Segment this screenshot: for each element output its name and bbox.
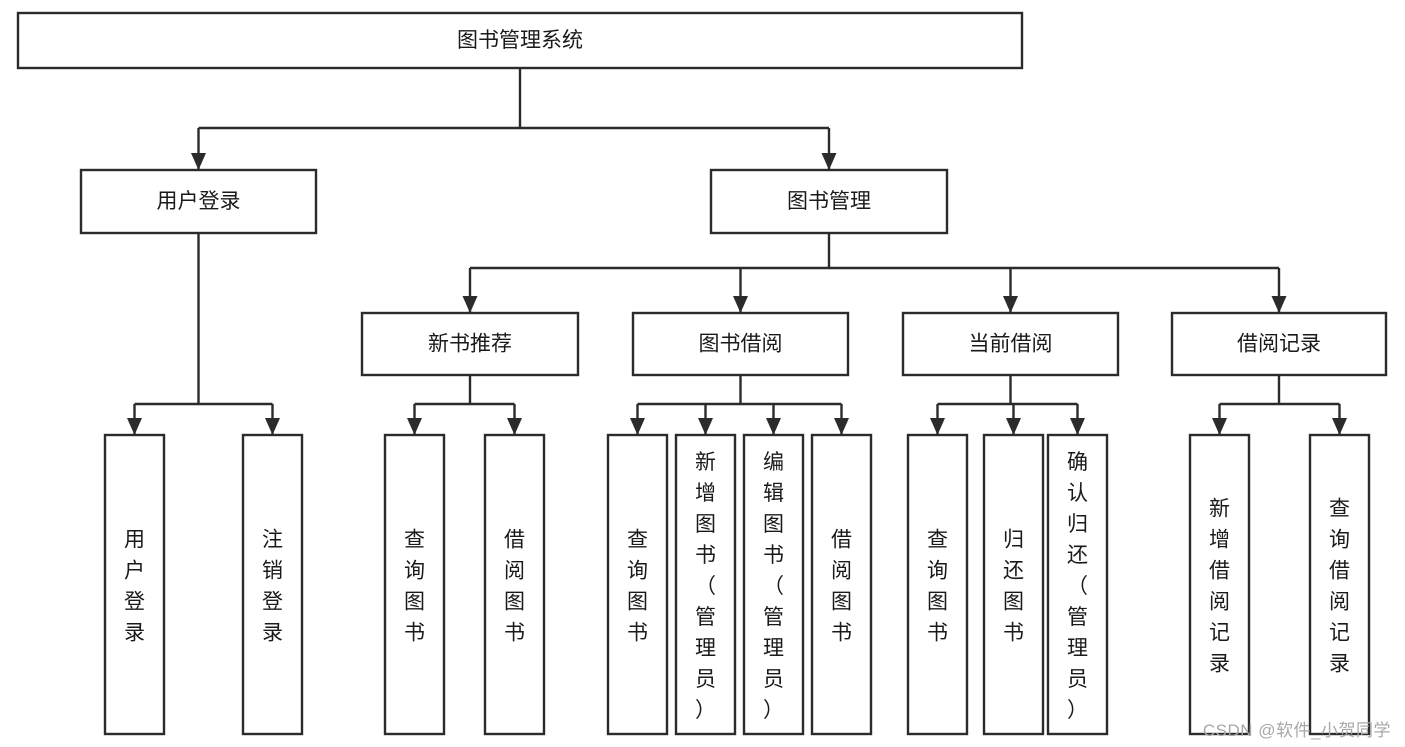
node-leaf-1[interactable]: 用户登录: [103, 433, 166, 736]
node-label: 借阅图书: [831, 529, 852, 645]
node-leaf-13[interactable]: 查询借阅记录: [1308, 433, 1371, 736]
node-borrow[interactable]: 图书借阅: [631, 311, 850, 377]
node-leaf-2[interactable]: 注销登录: [241, 433, 304, 736]
node-bookmgmt[interactable]: 图书管理: [709, 168, 949, 235]
node-box[interactable]: [1308, 433, 1371, 736]
node-label: 当前借阅: [969, 333, 1053, 356]
node-login[interactable]: 用户登录: [79, 168, 318, 235]
node-box[interactable]: [901, 311, 1120, 377]
nodes-layer: 图书管理系统用户登录图书管理新书推荐图书借阅当前借阅借阅记录用户登录注销登录查询…: [16, 11, 1388, 736]
node-label: 图书管理系统: [457, 29, 583, 52]
node-box[interactable]: [742, 433, 805, 736]
node-newbook[interactable]: 新书推荐: [360, 311, 580, 377]
node-label: 查询图书: [404, 529, 425, 645]
node-box[interactable]: [1188, 433, 1251, 736]
node-label: 用户登录: [124, 529, 145, 645]
node-box[interactable]: [631, 311, 850, 377]
node-box[interactable]: [360, 311, 580, 377]
node-label: 新增图书（管理员）: [695, 451, 716, 722]
node-leaf-11[interactable]: 确认归还（管理员）: [1046, 433, 1109, 736]
node-label: 查询图书: [627, 529, 648, 645]
node-label: 新书推荐: [428, 333, 512, 356]
node-label: 注销登录: [262, 529, 283, 645]
node-label: 借阅记录: [1237, 333, 1321, 356]
node-leaf-9[interactable]: 查询图书: [906, 433, 969, 736]
node-box[interactable]: [483, 433, 546, 736]
node-box[interactable]: [906, 433, 969, 736]
node-label: 编辑图书（管理员）: [763, 451, 784, 722]
node-leaf-7[interactable]: 编辑图书（管理员）: [742, 433, 805, 736]
node-leaf-4[interactable]: 借阅图书: [483, 433, 546, 736]
node-label: 图书管理: [787, 190, 871, 213]
node-box[interactable]: [982, 433, 1045, 736]
watermark-text: CSDN @软件_小贺同学: [1202, 721, 1391, 740]
node-label: 借阅图书: [504, 529, 525, 645]
node-box[interactable]: [709, 168, 949, 235]
node-leaf-3[interactable]: 查询图书: [383, 433, 446, 736]
node-current[interactable]: 当前借阅: [901, 311, 1120, 377]
node-leaf-5[interactable]: 查询图书: [606, 433, 669, 736]
node-label: 归还图书: [1003, 529, 1024, 645]
edges-layer: [127, 68, 1347, 435]
node-root[interactable]: 图书管理系统: [16, 11, 1024, 70]
node-box[interactable]: [1046, 433, 1109, 736]
node-box[interactable]: [241, 433, 304, 736]
node-label: 确认归还（管理员）: [1067, 451, 1088, 722]
node-box[interactable]: [810, 433, 873, 736]
node-box[interactable]: [103, 433, 166, 736]
node-leaf-8[interactable]: 借阅图书: [810, 433, 873, 736]
node-box[interactable]: [606, 433, 669, 736]
node-leaf-12[interactable]: 新增借阅记录: [1188, 433, 1251, 736]
node-box[interactable]: [1170, 311, 1388, 377]
node-box[interactable]: [674, 433, 737, 736]
node-box[interactable]: [383, 433, 446, 736]
node-records[interactable]: 借阅记录: [1170, 311, 1388, 377]
node-label: 用户登录: [157, 190, 241, 213]
node-box[interactable]: [16, 11, 1024, 70]
node-label: 查询借阅记录: [1329, 498, 1350, 676]
node-label: 新增借阅记录: [1209, 498, 1230, 676]
node-box[interactable]: [79, 168, 318, 235]
node-leaf-10[interactable]: 归还图书: [982, 433, 1045, 736]
node-label: 查询图书: [927, 529, 948, 645]
node-label: 图书借阅: [699, 333, 783, 356]
node-leaf-6[interactable]: 新增图书（管理员）: [674, 433, 737, 736]
